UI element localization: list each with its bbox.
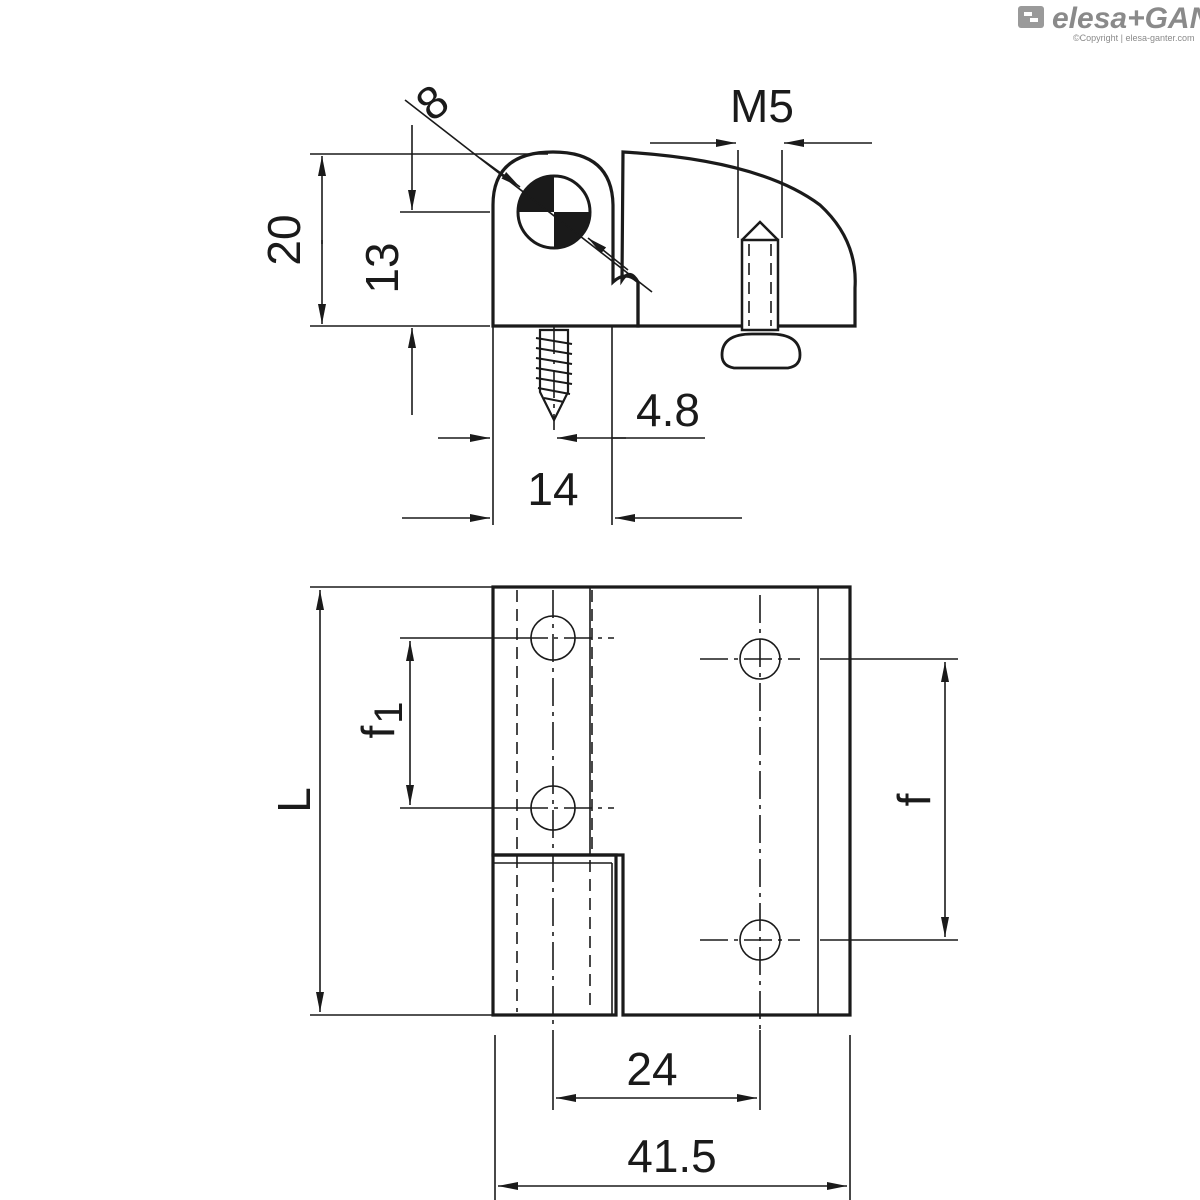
- lower-knuckle: [491, 853, 618, 1017]
- width-total-label: 41.5: [627, 1130, 717, 1182]
- threaded-insert: [740, 238, 780, 332]
- height-axis-label: 13: [356, 242, 408, 293]
- pitch-f1-subscript: 1: [367, 701, 411, 723]
- front-view: L f1 f 24 41.5: [268, 585, 958, 1200]
- hinge-outline: [491, 585, 852, 1017]
- width-knuckle-label: 14: [527, 463, 578, 515]
- thread-label: M5: [730, 80, 794, 132]
- brand-logo: elesa+GANTER ©Copyright | elesa-ganter.c…: [1018, 2, 1200, 43]
- length-label: L: [268, 787, 320, 813]
- mushroom-screw: [720, 332, 802, 370]
- logo-icon: [1018, 6, 1044, 28]
- diameter-label: 8: [406, 74, 458, 131]
- copyright-text: ©Copyright | elesa-ganter.com: [1073, 33, 1195, 43]
- diameter-leader: [404, 99, 653, 293]
- svg-text:f1: f1: [352, 701, 411, 738]
- section-view: 8 M5 20 13 4.8 14: [258, 74, 872, 525]
- logo-text: elesa+GANTER: [1052, 2, 1200, 35]
- pitch-f-label: f: [888, 793, 940, 806]
- screw-offset-label: 4.8: [636, 384, 700, 436]
- hole-spacing-label: 24: [626, 1043, 677, 1095]
- pitch-f1-label: f: [352, 726, 404, 739]
- leaf-section: [620, 150, 857, 328]
- height-total-label: 20: [258, 214, 310, 265]
